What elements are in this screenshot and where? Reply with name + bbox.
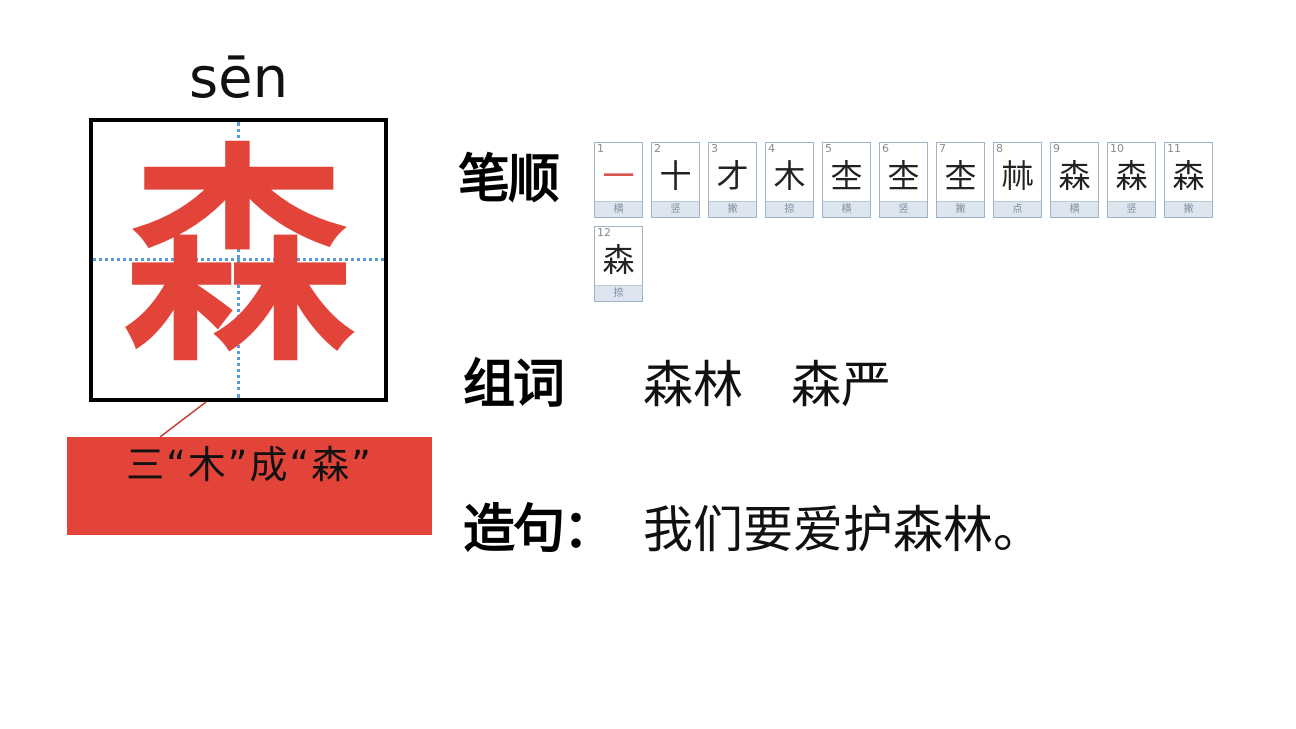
stroke-step: 2 十 竖 xyxy=(651,142,700,218)
stroke-name: 撇 xyxy=(937,201,984,217)
stroke-number: 11 xyxy=(1167,142,1181,155)
stroke-glyph: 杢 xyxy=(887,157,920,195)
word-list: 森林 森严 xyxy=(643,355,891,415)
stroke-number: 6 xyxy=(882,142,889,155)
stroke-number: 5 xyxy=(825,142,832,155)
stroke-glyph: 杢 xyxy=(830,157,863,195)
stroke-number: 1 xyxy=(597,142,604,155)
stroke-glyph: 杢 xyxy=(944,157,977,195)
stroke-step: 4 木 捺 xyxy=(765,142,814,218)
stroke-number: 12 xyxy=(597,226,611,239)
stroke-glyph: 一 xyxy=(602,157,635,195)
stroke-number: 3 xyxy=(711,142,718,155)
stroke-glyph: 十 xyxy=(659,157,692,195)
tian-grid-box xyxy=(89,118,388,402)
stroke-name: 竖 xyxy=(880,201,927,217)
stroke-step: 8 𣏟 点 xyxy=(993,142,1042,218)
stroke-number: 2 xyxy=(654,142,661,155)
stroke-glyph: 森 xyxy=(1058,157,1091,195)
word-item: 森林 xyxy=(643,356,743,414)
word-item: 森严 xyxy=(791,356,891,414)
stroke-number: 7 xyxy=(939,142,946,155)
stroke-glyph: 𣏟 xyxy=(1001,157,1034,195)
sentence-label: 造句： xyxy=(463,500,615,560)
stroke-name: 撇 xyxy=(709,201,756,217)
main-character: 森 xyxy=(123,126,354,393)
stroke-name: 竖 xyxy=(1108,201,1155,217)
stroke-name: 横 xyxy=(1051,201,1098,217)
stroke-name: 横 xyxy=(823,201,870,217)
stroke-step: 10 森 竖 xyxy=(1107,142,1156,218)
stroke-step: 5 杢 横 xyxy=(822,142,871,218)
stroke-name: 点 xyxy=(994,201,1041,217)
stroke-name: 撇 xyxy=(1165,201,1212,217)
stroke-step: 11 森 撇 xyxy=(1164,142,1213,218)
stroke-step: 6 杢 竖 xyxy=(879,142,928,218)
pinyin: sēn xyxy=(188,46,289,111)
example-sentence: 我们要爱护森林。 xyxy=(643,501,1043,559)
stroke-name: 捺 xyxy=(595,285,642,301)
stroke-glyph: 森 xyxy=(1172,157,1205,195)
stroke-name: 横 xyxy=(595,201,642,217)
stroke-step: 3 才 撇 xyxy=(708,142,757,218)
stroke-name: 捺 xyxy=(766,201,813,217)
stroke-order-label: 笔顺 xyxy=(458,150,560,210)
stroke-order-grid: 1 一 横 2 十 竖 3 才 撇 4 木 捺 5 杢 横 6 杢 竖 7 杢 … xyxy=(594,142,1234,302)
stroke-number: 4 xyxy=(768,142,775,155)
stroke-glyph: 才 xyxy=(716,157,749,195)
stroke-number: 8 xyxy=(996,142,1003,155)
mnemonic-callout: 三“木”成“森” xyxy=(67,437,432,535)
stroke-number: 9 xyxy=(1053,142,1060,155)
stroke-number: 10 xyxy=(1110,142,1124,155)
horizontal-guide-line xyxy=(93,258,384,261)
stroke-glyph: 森 xyxy=(1115,157,1148,195)
stroke-step: 9 森 横 xyxy=(1050,142,1099,218)
stroke-glyph: 森 xyxy=(602,241,635,279)
stroke-name: 竖 xyxy=(652,201,699,217)
stroke-step: 12 森 捺 xyxy=(594,226,643,302)
stroke-glyph: 木 xyxy=(773,157,806,195)
word-group-label: 组词 xyxy=(463,355,565,415)
stroke-step: 1 一 横 xyxy=(594,142,643,218)
stroke-step: 7 杢 撇 xyxy=(936,142,985,218)
